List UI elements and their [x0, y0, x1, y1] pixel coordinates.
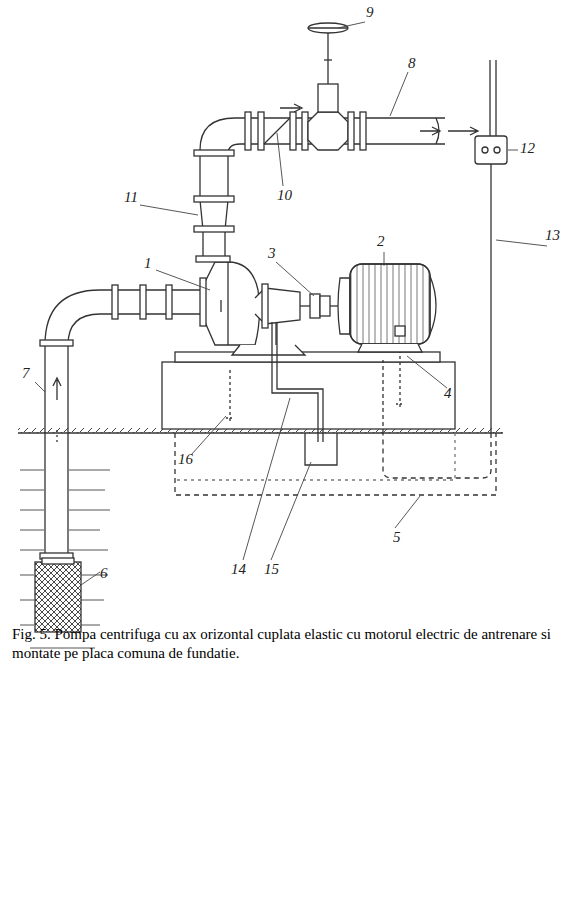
callout-number: 14 [231, 562, 246, 577]
motor [338, 264, 436, 352]
callout-number: 5 [393, 530, 401, 545]
callout-number: 1 [144, 256, 152, 271]
foundation [162, 350, 496, 495]
discharge-pipe [194, 104, 478, 262]
callout-number: 9 [366, 5, 374, 20]
strainer [35, 562, 81, 632]
callout-number: 7 [22, 366, 30, 381]
drain-pipe [272, 322, 337, 465]
callout-number: 2 [377, 234, 385, 249]
callout-number: 15 [264, 562, 279, 577]
callout-number: 13 [545, 228, 560, 243]
figure-caption: Fig. 5. Pompa centrifuga cu ax orizontal… [12, 625, 552, 663]
callout-number: 8 [408, 56, 416, 71]
callout-number: 12 [520, 141, 535, 156]
callout-number: 11 [124, 190, 138, 205]
check-valve [264, 118, 290, 144]
gate-valve [308, 23, 348, 112]
water [20, 470, 110, 648]
electric-box [383, 60, 507, 478]
callout-number: 3 [268, 246, 276, 261]
callout-number: 6 [100, 566, 108, 581]
pump [200, 262, 312, 355]
ground-line [18, 432, 503, 433]
callout-number: 4 [444, 386, 452, 401]
leader-lines [35, 22, 547, 585]
callout-number: 16 [178, 452, 193, 467]
callout-number: 10 [277, 188, 292, 203]
coupling [310, 294, 340, 318]
